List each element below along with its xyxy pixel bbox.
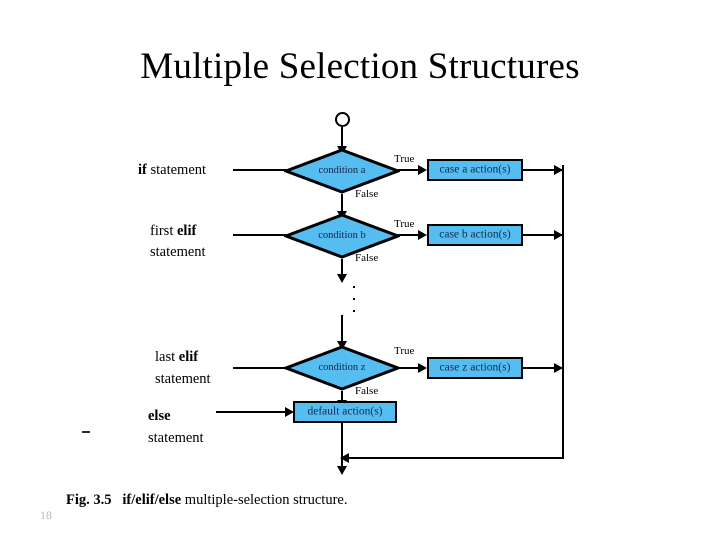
condition-z-false-label: False [355, 385, 379, 397]
page-number: 18 [40, 508, 52, 522]
if-statement-text: statement [146, 162, 207, 178]
else-keyword: else [148, 408, 171, 424]
condition-a-true-line [398, 169, 422, 171]
last-elif-keyword: elif [178, 349, 199, 365]
condition-b-true-line [398, 234, 422, 236]
figure-caption-text: multiple-selection structure. [181, 492, 348, 508]
ellipsis-dot [353, 310, 355, 312]
decision-condition-b: condition b [284, 213, 400, 259]
bottom-merge-arrowhead [340, 453, 349, 463]
condition-b-true-label: True [394, 218, 415, 230]
else-statement-pointer-arrowhead [285, 407, 294, 417]
condition-b-false-line [341, 259, 343, 277]
action-box-case-b: case b action(s) [427, 224, 523, 246]
condition-z-true-arrowhead [418, 363, 427, 373]
case-b-to-merge-line [523, 234, 563, 236]
ellipsis-dot [353, 286, 355, 288]
first-elif-keyword: elif [176, 223, 197, 239]
decision-diamond-shape [284, 345, 400, 391]
case-z-to-merge-line [523, 367, 563, 369]
first-elif-prefix: first [150, 223, 177, 239]
case-b-to-merge-arrowhead [554, 230, 563, 240]
condition-b-false-label: False [355, 252, 379, 264]
flowchart-exit-arrowhead [337, 466, 347, 475]
condition-a-true-label: True [394, 153, 415, 165]
else-statement-text: statement [148, 430, 204, 446]
last-elif-prefix: last [155, 349, 179, 365]
ellipsis-dot [353, 298, 355, 300]
condition-z-false-line [341, 391, 343, 405]
action-box-case-z: case z action(s) [427, 357, 523, 379]
last-elif-statement-label-line2: statement [155, 371, 211, 388]
action-box-case-b-label: case b action(s) [439, 228, 511, 241]
if-statement-label: if statement [138, 162, 206, 179]
decision-condition-a: condition a [284, 148, 400, 194]
if-statement-pointer-line [233, 169, 332, 171]
else-statement-label: else [148, 408, 171, 425]
figure-number: Fig. 3.5 [66, 492, 112, 508]
case-a-to-merge-arrowhead [554, 165, 563, 175]
decision-condition-z: condition z [284, 345, 400, 391]
condition-a-true-arrowhead [418, 165, 427, 175]
stray-dash-mark [82, 431, 90, 433]
default-action-down-line [341, 423, 343, 458]
first-elif-statement-label-line2: statement [150, 244, 206, 261]
decision-diamond-shape [284, 213, 400, 259]
condition-b-false-arrowhead [337, 274, 347, 283]
action-box-default-label: default action(s) [307, 405, 383, 418]
figure-caption-keyword: if/elif/else [122, 492, 182, 508]
case-z-to-merge-arrowhead [554, 363, 563, 373]
start-connector-circle [335, 112, 350, 127]
vertical-ellipsis [352, 286, 356, 312]
bottom-merge-line [341, 457, 564, 459]
last-elif-statement-label: last elif [155, 349, 198, 366]
action-box-default: default action(s) [293, 401, 397, 423]
condition-a-false-line [341, 194, 343, 214]
last-elif-statement-text: statement [155, 371, 211, 387]
decision-diamond-shape [284, 148, 400, 194]
first-elif-statement-label: first elif [150, 223, 196, 240]
condition-b-true-arrowhead [418, 230, 427, 240]
action-box-case-a-label: case a action(s) [439, 163, 511, 176]
condition-a-false-label: False [355, 188, 379, 200]
flowchart-exit-line [341, 457, 343, 469]
last-elif-pointer-line [233, 367, 332, 369]
ellipsis-to-condition-z-line [341, 315, 343, 344]
condition-z-true-line [398, 367, 422, 369]
if-statement-keyword: if [138, 162, 147, 178]
figure-caption: Fig. 3.5 if/elif/else multiple-selection… [66, 492, 347, 509]
else-statement-pointer-line [216, 411, 290, 413]
first-elif-pointer-line [233, 234, 332, 236]
action-box-case-z-label: case z action(s) [439, 361, 511, 374]
case-a-to-merge-line [523, 169, 563, 171]
right-merge-rail [562, 165, 564, 458]
first-elif-statement-text: statement [150, 244, 206, 260]
connector-to-condition-a-line [341, 127, 343, 149]
condition-z-true-label: True [394, 345, 415, 357]
action-box-case-a: case a action(s) [427, 159, 523, 181]
else-statement-label-line2: statement [148, 430, 204, 447]
page-title: Multiple Selection Structures [140, 46, 580, 87]
